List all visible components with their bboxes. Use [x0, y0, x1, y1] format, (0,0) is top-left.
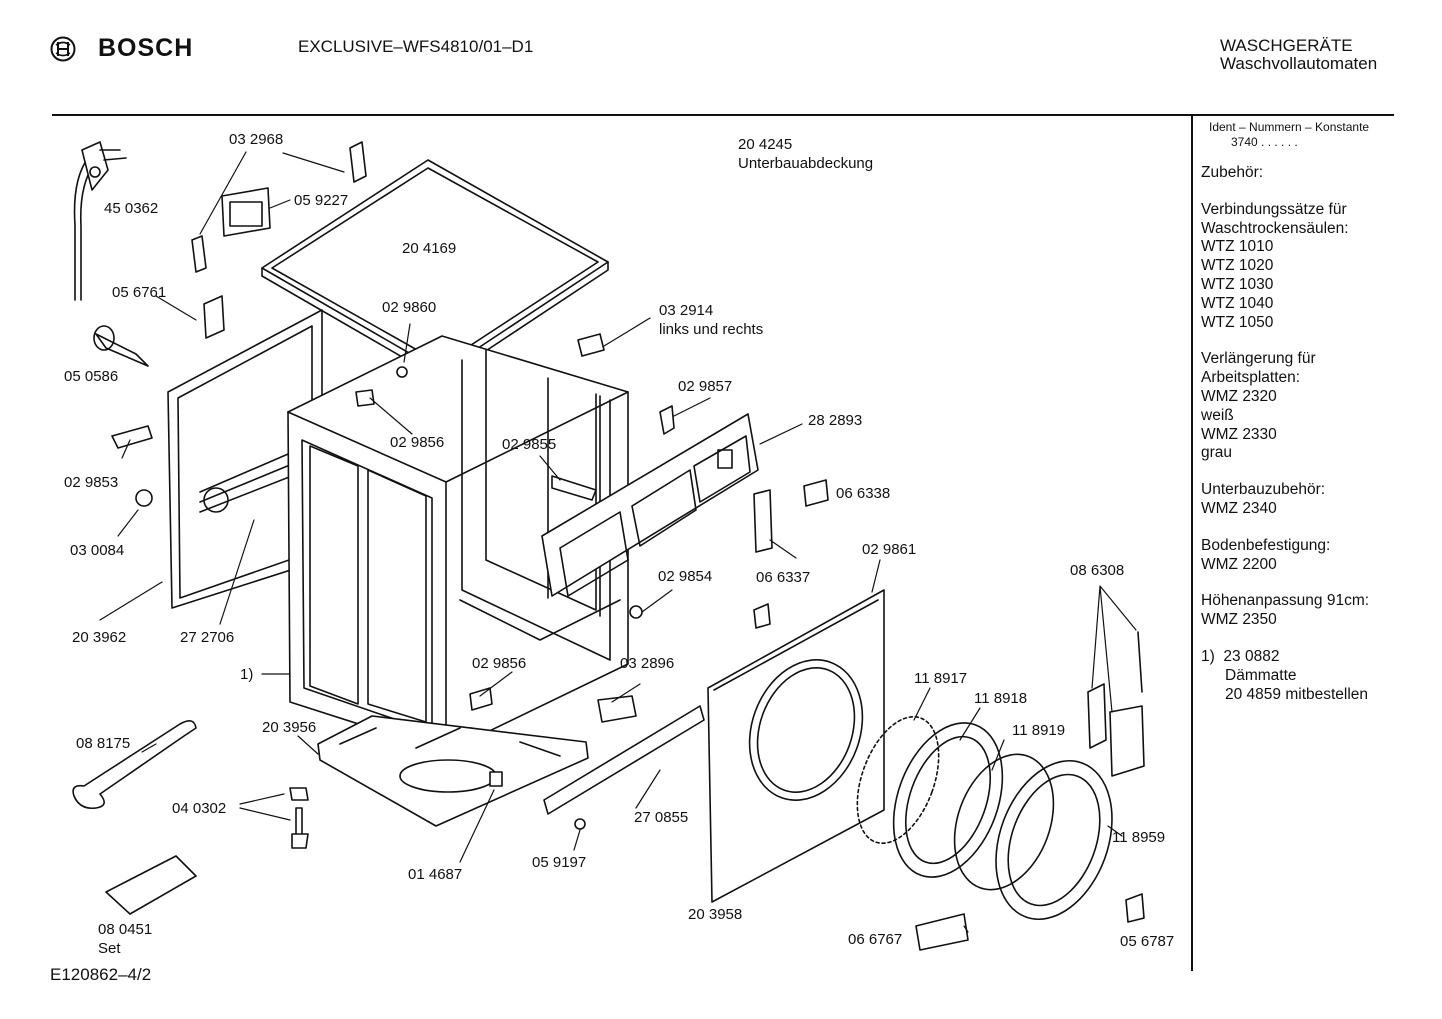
ident-title: Ident – Nummern – Konstante	[1209, 120, 1370, 134]
footnote-mark: 1)	[1201, 647, 1215, 665]
bosch-logo-icon	[50, 36, 76, 61]
footnote-line-2: Dämmatte	[1225, 666, 1297, 684]
group2-title-2: Arbeitsplatten:	[1201, 369, 1301, 387]
exploded-parts-diagram	[72, 141, 1145, 951]
part-label: 27 2706	[180, 629, 235, 646]
header-rule	[52, 114, 1394, 116]
footnote-line-3: 20 4859 mitbestellen	[1225, 685, 1369, 703]
part-label: 02 9853	[64, 474, 119, 491]
part-label: 06 6337	[756, 569, 811, 586]
group3-item: WMZ 2340	[1201, 499, 1277, 517]
part-label: 28 2893	[808, 412, 863, 429]
part-note: links und rechts	[659, 321, 764, 338]
part-label: 11 8918	[974, 690, 1028, 707]
hinge-drawing	[1087, 631, 1145, 777]
group1-title-1: Verbindungssätze für	[1201, 200, 1347, 218]
leader-lines	[99, 151, 1137, 933]
part-label: 20 3962	[72, 629, 127, 646]
brand-name: BOSCH	[98, 34, 194, 62]
small-parts-drawing	[93, 141, 1145, 951]
group2-item-1: WMZ 2320	[1201, 387, 1277, 405]
part-label: 04 0302	[172, 800, 227, 817]
sidebar-divider	[1191, 116, 1193, 971]
group5-title: Höhenanpassung 91cm:	[1201, 592, 1370, 610]
part-label: 08 8175	[76, 735, 131, 752]
part-label: 11 8917	[914, 670, 968, 687]
group1-item: WTZ 1040	[1201, 294, 1274, 312]
group1-title-2: Waschtrockensäulen:	[1201, 219, 1349, 237]
part-label: 05 9227	[294, 192, 349, 209]
part-label: 02 9856	[472, 655, 527, 672]
category-line-2: Waschvollautomaten	[1220, 54, 1378, 73]
accessories-sidebar: Ident – Nummern – Konstante 3740 . . . .…	[1201, 120, 1396, 704]
part-label: 20 3956	[262, 719, 317, 736]
part-label: 27 0855	[634, 809, 689, 826]
part-label: 20 4169	[402, 240, 457, 257]
part-label: 02 9860	[382, 299, 437, 316]
part-name: Unterbauabdeckung	[738, 155, 874, 172]
part-label: 02 9856	[390, 434, 445, 451]
part-label: 06 6338	[836, 485, 891, 502]
part-label: 01 4687	[408, 866, 463, 883]
part-label: 02 9857	[678, 378, 733, 395]
group5-item: WMZ 2350	[1201, 611, 1277, 629]
model-title: EXCLUSIVE–WFS4810/01–D1	[298, 37, 534, 56]
part-label: 03 0084	[70, 542, 125, 559]
group1-item: WTZ 1050	[1201, 313, 1274, 331]
group4-item: WMZ 2200	[1201, 555, 1277, 573]
power-cord-drawing	[73, 141, 127, 301]
part-note: Set	[98, 940, 121, 957]
document-code: E120862–4/2	[50, 965, 152, 984]
part-label: 05 0586	[64, 368, 119, 385]
part-label: 03 2914	[659, 302, 714, 319]
group2-item-2: WMZ 2330	[1201, 425, 1277, 443]
group1-item: WTZ 1010	[1201, 238, 1274, 256]
group2-item-1-note: weiß	[1201, 406, 1234, 424]
part-label: 02 9855	[502, 436, 557, 453]
part-label: 05 6787	[1120, 933, 1175, 950]
group2-title-1: Verlängerung für	[1201, 350, 1316, 368]
category-line-1: WASCHGERÄTE	[1220, 36, 1353, 55]
part-label: 08 0451	[98, 921, 153, 938]
brand-block: BOSCH	[50, 34, 193, 63]
category-block: WASCHGERÄTE Waschvollautomaten	[1220, 37, 1377, 73]
spanner-drawing	[72, 720, 197, 810]
group1-item: WTZ 1020	[1201, 257, 1274, 275]
door-rings-drawing	[856, 715, 1113, 921]
footnote-marker-label: 1)	[240, 666, 254, 683]
part-label: 08 6308	[1070, 562, 1125, 579]
part-label: 20 3958	[688, 906, 743, 923]
group2-item-2-note: grau	[1201, 444, 1233, 462]
part-label: 03 2968	[229, 131, 284, 148]
part-label: 02 9854	[658, 568, 713, 585]
part-label: 05 6761	[112, 284, 167, 301]
footnote-line-1: 1) 23 0882	[1201, 648, 1396, 667]
part-label: 06 6767	[848, 931, 903, 948]
footnote-part: 23 0882	[1223, 647, 1280, 665]
part-label: 20 4245	[738, 136, 793, 153]
part-label: 03 2896	[620, 655, 675, 672]
part-label: 45 0362	[104, 200, 159, 217]
accessories-heading: Zubehör:	[1201, 164, 1264, 181]
part-label: 02 9861	[862, 541, 917, 558]
front-panel-drawing	[707, 589, 885, 903]
group3-title: Unterbauzubehör:	[1201, 481, 1326, 499]
group1-item: WTZ 1030	[1201, 275, 1274, 293]
ident-value: 3740 . . . . . .	[1231, 135, 1298, 149]
part-label: 11 8919	[1012, 722, 1066, 739]
part-label: 05 9197	[532, 854, 587, 871]
control-panel-drawing	[541, 413, 759, 597]
group4-title: Bodenbefestigung:	[1201, 536, 1331, 554]
part-label: 11 8959	[1112, 829, 1166, 846]
